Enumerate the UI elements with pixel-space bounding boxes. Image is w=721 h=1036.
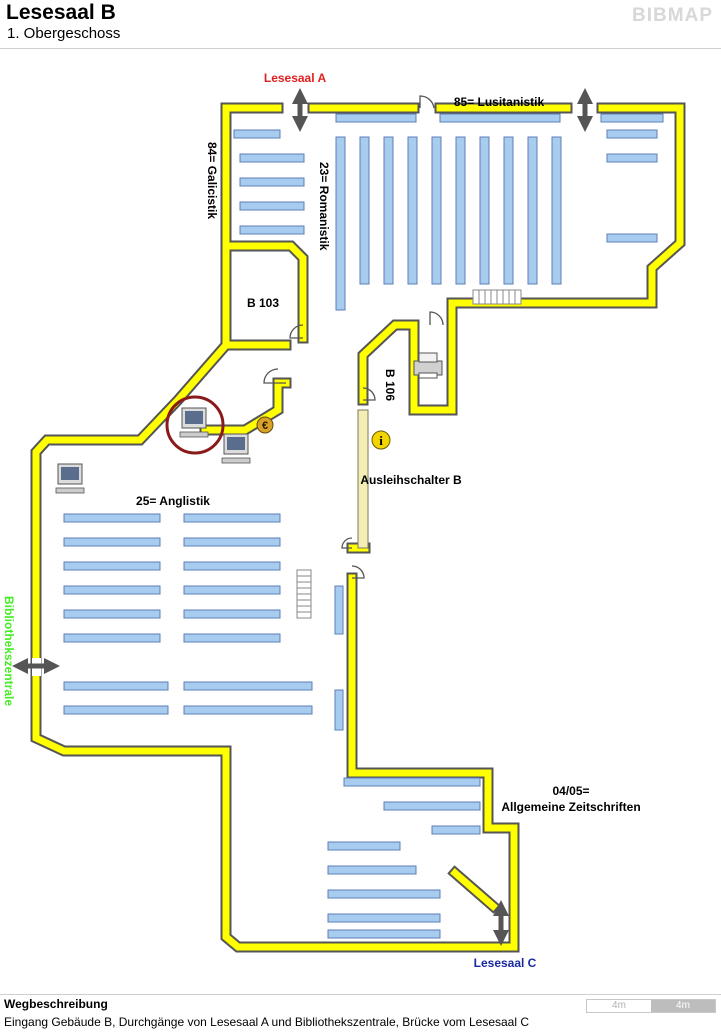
shelf bbox=[383, 801, 481, 811]
printer-icon[interactable] bbox=[413, 352, 443, 379]
shelf bbox=[63, 561, 161, 571]
shelf bbox=[233, 129, 281, 139]
shelves bbox=[63, 113, 664, 939]
shelf bbox=[183, 609, 281, 619]
walls bbox=[30, 102, 686, 953]
shelf bbox=[479, 136, 490, 285]
shelf bbox=[383, 136, 394, 285]
shelf bbox=[63, 609, 161, 619]
wall-b103 bbox=[224, 240, 309, 344]
exit-label-lesesaal-c[interactable]: Lesesaal C bbox=[474, 956, 537, 970]
shelf bbox=[183, 705, 313, 715]
exit-label-bibliothekszentrale[interactable]: Bibliothekszentrale bbox=[2, 596, 16, 706]
page-title: Lesesaal B bbox=[6, 1, 116, 24]
shelf bbox=[606, 129, 658, 139]
shelf bbox=[183, 633, 281, 643]
exit-label-lesesaal-a[interactable]: Lesesaal A bbox=[264, 71, 327, 85]
passage-arrows[interactable] bbox=[11, 87, 594, 947]
section-label-galicistik: 84= Galicistik bbox=[205, 142, 219, 219]
shelf bbox=[503, 136, 514, 285]
scale-bar: 4m 4m bbox=[586, 999, 716, 1013]
shelf bbox=[600, 113, 664, 123]
stairs-top bbox=[472, 289, 522, 305]
shelf bbox=[335, 113, 417, 123]
computer-icon[interactable] bbox=[221, 433, 251, 464]
shelf bbox=[606, 153, 658, 163]
shelf bbox=[63, 513, 161, 523]
stairs-mid bbox=[296, 569, 312, 619]
shelf bbox=[343, 777, 481, 787]
shelf bbox=[63, 585, 161, 595]
shelf bbox=[431, 136, 442, 285]
svg-text:i: i bbox=[379, 433, 383, 448]
shelf bbox=[335, 136, 346, 311]
floor-subtitle: 1. Obergeschoss bbox=[7, 25, 121, 42]
shelf bbox=[63, 633, 161, 643]
shelf bbox=[455, 136, 466, 285]
service-label-ausleihschalter: Ausleihschalter B bbox=[360, 473, 462, 487]
shelf bbox=[327, 889, 441, 899]
shelf bbox=[334, 585, 344, 635]
doors bbox=[263, 95, 444, 579]
scale-segment-right: 4m bbox=[651, 1000, 715, 1012]
scale-segment-left: 4m bbox=[587, 1000, 651, 1012]
shelf bbox=[63, 705, 169, 715]
location-marker-circle bbox=[165, 395, 225, 455]
shelf bbox=[239, 153, 305, 163]
room-label-b103: B 103 bbox=[247, 296, 279, 310]
info-icon[interactable]: i bbox=[371, 430, 391, 450]
svg-text:€: € bbox=[262, 420, 268, 432]
shelf bbox=[334, 689, 344, 731]
computer-icon[interactable] bbox=[55, 463, 85, 494]
route-description: Eingang Gebäude B, Durchgänge von Lesesa… bbox=[4, 1015, 529, 1029]
header: Lesesaal B 1. Obergeschoss BIBMAP bbox=[0, 0, 721, 49]
shelf bbox=[606, 233, 658, 243]
section-label-romanistik: 23= Romanistik bbox=[317, 162, 331, 251]
route-heading: Wegbeschreibung bbox=[4, 997, 108, 1011]
footer: Wegbeschreibung Eingang Gebäude B, Durch… bbox=[0, 994, 721, 1036]
shelf bbox=[239, 201, 305, 211]
section-label-lusitanistik: 85= Lusitanistik bbox=[454, 95, 545, 109]
section-label-zeitschriften-code: 04/05= bbox=[552, 784, 589, 798]
shelf bbox=[239, 177, 305, 187]
floor-map: € i Lesesaal A 85= Lusitanistik 84= Gali… bbox=[2, 71, 686, 970]
shelf bbox=[327, 929, 441, 939]
shelf bbox=[183, 681, 313, 691]
brand-logo: BIBMAP bbox=[632, 5, 713, 26]
shelf bbox=[183, 585, 281, 595]
counter-strip bbox=[357, 409, 369, 549]
shelf bbox=[551, 136, 562, 285]
shelf bbox=[327, 913, 441, 923]
section-label-anglistik: 25= Anglistik bbox=[136, 494, 210, 508]
shelf bbox=[359, 136, 370, 285]
section-label-zeitschriften-name: Allgemeine Zeitschriften bbox=[501, 800, 640, 814]
shelf bbox=[183, 561, 281, 571]
shelf bbox=[439, 113, 561, 123]
shelf bbox=[63, 681, 169, 691]
shelf bbox=[327, 841, 401, 851]
room-label-b106: B 106 bbox=[383, 369, 397, 401]
computer-icon[interactable] bbox=[179, 407, 209, 438]
shelf bbox=[63, 537, 161, 547]
euro-icon[interactable]: € bbox=[256, 416, 274, 434]
shelf bbox=[431, 825, 481, 835]
shelf bbox=[239, 225, 305, 235]
shelf bbox=[327, 865, 417, 875]
shelf bbox=[527, 136, 538, 285]
shelf bbox=[183, 513, 281, 523]
shelf bbox=[407, 136, 418, 285]
shelf bbox=[183, 537, 281, 547]
